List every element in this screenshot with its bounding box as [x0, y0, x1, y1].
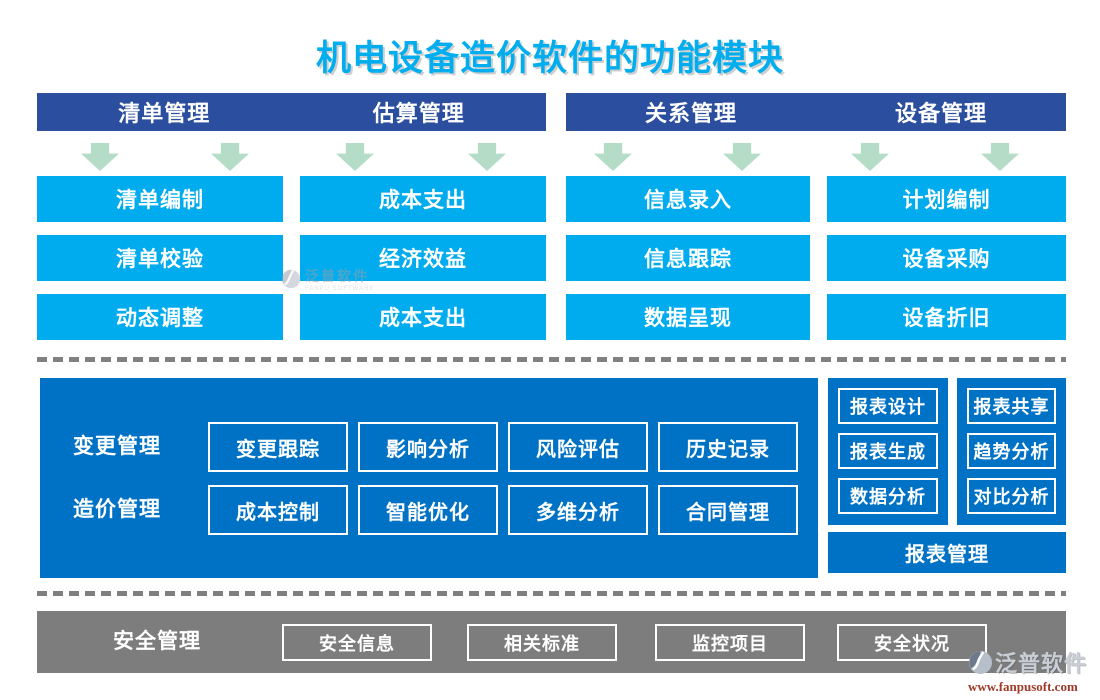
- header-list-management: 清单管理: [118, 101, 211, 126]
- module-box-list-verify: 清单校验: [37, 235, 283, 281]
- report-panel-left: 报表设计 报表生成 数据分析: [828, 378, 948, 525]
- header-bar-left: 清单管理 估算管理: [37, 93, 546, 131]
- down-arrow-icon: [81, 143, 119, 171]
- security-box-info: 安全信息: [282, 624, 432, 661]
- dashed-divider-bottom: [37, 591, 1066, 596]
- logo-name: 泛普软件: [995, 651, 1088, 676]
- report-panel-right: 报表共享 趋势分析 对比分析: [957, 378, 1066, 525]
- panel-box-risk-assess: 风险评估: [508, 422, 648, 472]
- down-arrow-icon: [594, 143, 632, 171]
- panel-box-contract-management: 合同管理: [658, 485, 798, 535]
- fanpu-logo-icon: [968, 650, 993, 674]
- label-security-management: 安全管理: [113, 630, 201, 653]
- down-arrow-icon: [851, 143, 889, 171]
- panel-box-impact-analysis: 影响分析: [358, 422, 498, 472]
- module-box-economic-benefit: 经济效益: [300, 235, 546, 281]
- report-box-generate: 报表生成: [838, 433, 938, 469]
- watermark-subtitle: FANPU SOFTWARE: [305, 286, 375, 292]
- panel-box-change-track: 变更跟踪: [208, 422, 348, 472]
- logo-url: www.fanpusoft.com: [968, 679, 1078, 694]
- module-box-data-present: 数据呈现: [566, 294, 810, 340]
- report-box-share: 报表共享: [967, 388, 1056, 424]
- header-bar-right: 关系管理 设备管理: [566, 93, 1066, 131]
- down-arrow-icon: [211, 143, 249, 171]
- module-box-equip-depreciate: 设备折旧: [827, 294, 1066, 340]
- label-cost-management: 造价管理: [73, 498, 161, 521]
- module-box-cost-expense-1: 成本支出: [300, 176, 546, 222]
- down-arrow-icon: [468, 143, 506, 171]
- label-change-management: 变更管理: [73, 435, 161, 458]
- report-box-trend: 趋势分析: [967, 433, 1056, 469]
- panel-box-multidim-analysis: 多维分析: [508, 485, 648, 535]
- module-box-info-track: 信息跟踪: [566, 235, 810, 281]
- module-box-info-entry: 信息录入: [566, 176, 810, 222]
- module-box-plan-compile: 计划编制: [827, 176, 1066, 222]
- report-box-design: 报表设计: [838, 388, 938, 424]
- panel-box-history-record: 历史记录: [658, 422, 798, 472]
- module-box-equip-purchase: 设备采购: [827, 235, 1066, 281]
- security-bar: 安全管理 安全信息 相关标准 监控项目 安全状况: [37, 611, 1066, 673]
- management-panel: 变更管理 变更跟踪 影响分析 风险评估 历史记录 造价管理 成本控制 智能优化 …: [40, 378, 818, 578]
- header-estimate-management: 估算管理: [372, 101, 465, 126]
- dashed-divider-top: [37, 357, 1066, 362]
- page-title: 机电设备造价软件的功能模块: [315, 39, 784, 78]
- report-box-compare: 对比分析: [967, 478, 1056, 514]
- security-box-monitor: 监控项目: [655, 624, 805, 661]
- header-equipment-management: 设备管理: [894, 101, 987, 126]
- security-box-standard: 相关标准: [467, 624, 617, 661]
- down-arrow-icon: [336, 143, 374, 171]
- fanpu-watermark-icon: [281, 269, 301, 289]
- panel-box-cost-control: 成本控制: [208, 485, 348, 535]
- down-arrow-icon: [981, 143, 1019, 171]
- fanpu-logo: 泛普软件 www.fanpusoft.com: [968, 646, 1100, 695]
- down-arrow-icon: [723, 143, 761, 171]
- module-box-list-compile: 清单编制: [37, 176, 283, 222]
- report-management-bar: 报表管理: [828, 532, 1066, 573]
- panel-box-smart-optimize: 智能优化: [358, 485, 498, 535]
- header-relation-management: 关系管理: [644, 101, 737, 126]
- report-box-data-analysis: 数据分析: [838, 478, 938, 514]
- module-box-dynamic-adjust: 动态调整: [37, 294, 283, 340]
- module-box-cost-expense-2: 成本支出: [300, 294, 546, 340]
- security-box-status: 安全状况: [837, 624, 987, 661]
